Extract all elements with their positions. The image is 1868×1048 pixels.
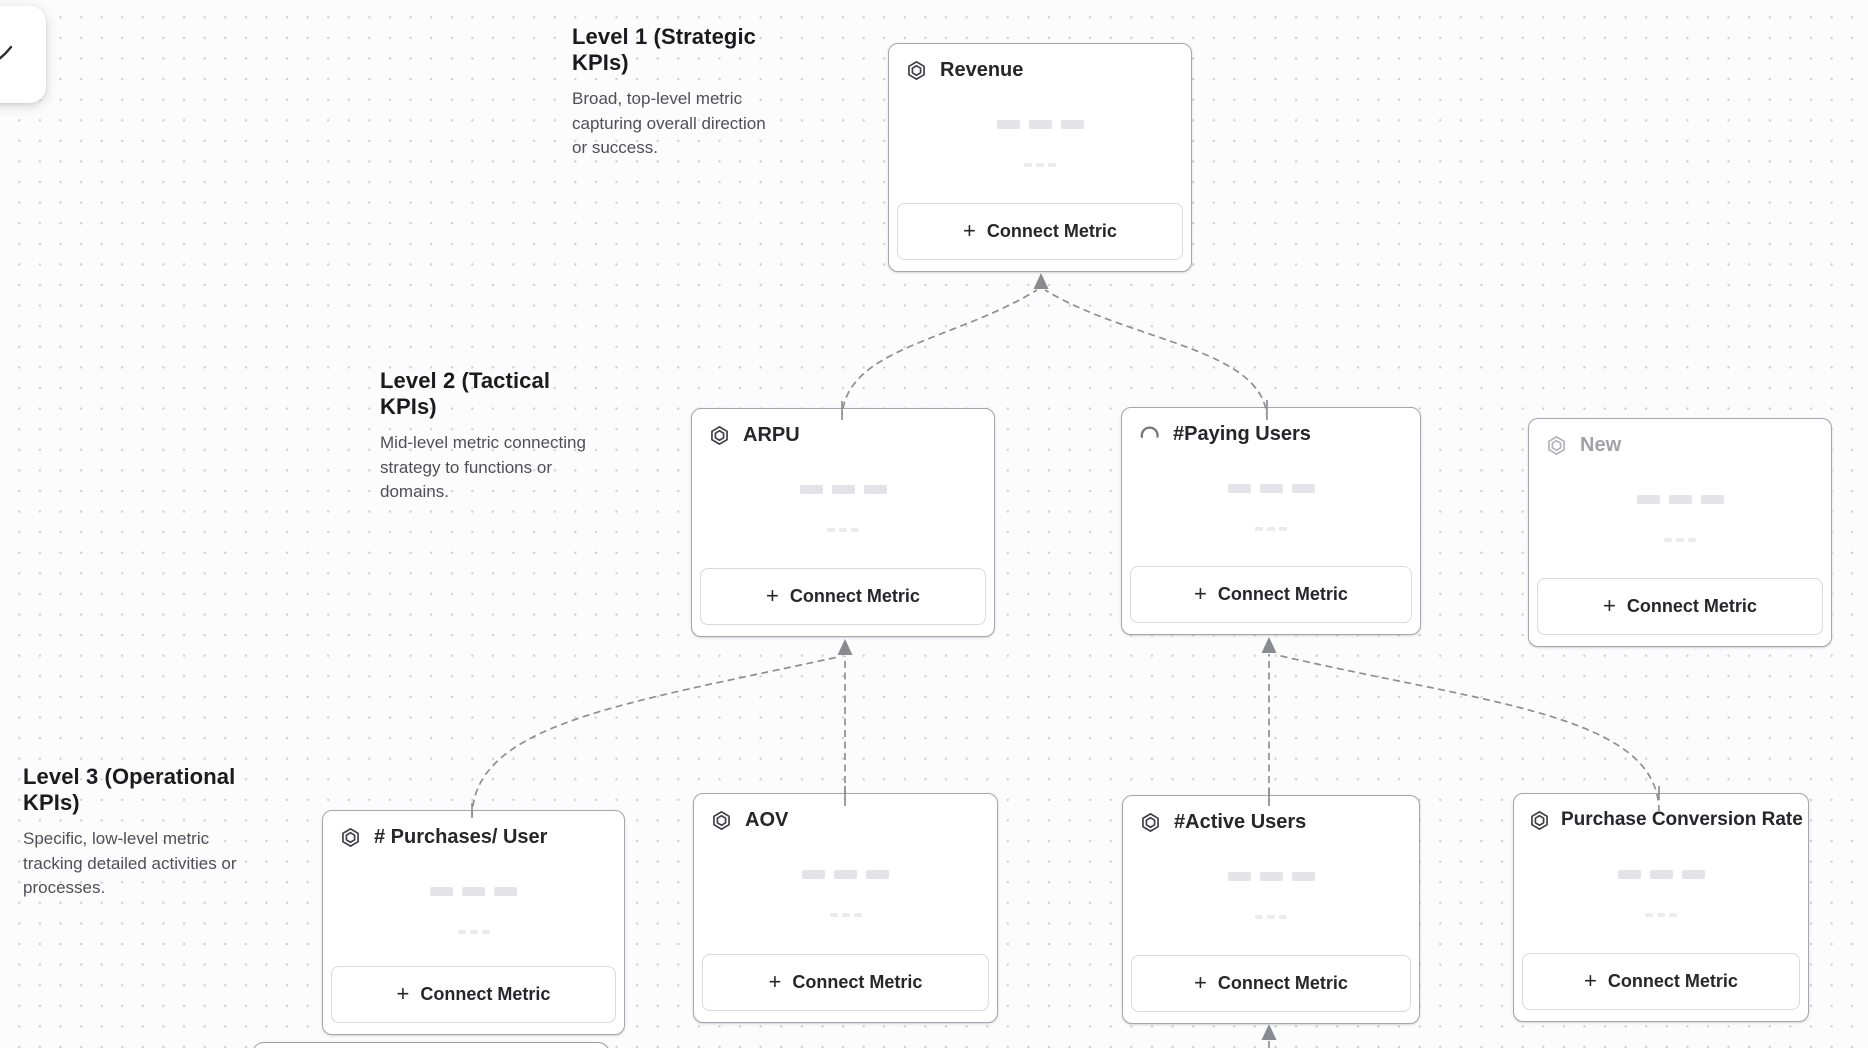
metric-card-purchase-conversion-rate[interactable]: Purchase Conversion Rate + Connect Metri…: [1513, 793, 1809, 1022]
skeleton-metric-preview: [694, 870, 997, 879]
connect-metric-label: Connect Metric: [1217, 584, 1348, 604]
skeleton-metric-preview: [323, 887, 624, 896]
metric-hexagon-icon: [711, 810, 732, 831]
metric-card-arpu[interactable]: ARPU + Connect Metric: [691, 408, 995, 637]
connect-metric-button[interactable]: + Connect Metric: [1537, 578, 1823, 635]
arrowhead-into-activeusers: [1261, 1024, 1277, 1040]
arrowhead-into-arpu: [837, 639, 853, 655]
plus-icon: +: [1603, 592, 1616, 618]
plus-icon: +: [768, 968, 782, 994]
skeleton-metric-caption: [694, 913, 997, 917]
level-3-title: Level 3 (Operational KPIs): [23, 764, 236, 815]
skeleton-metric-caption: [889, 163, 1191, 167]
connect-metric-button[interactable]: + Connect Metric: [1130, 566, 1412, 623]
connect-metric-label: Connect Metric: [986, 221, 1117, 241]
skeleton-metric-preview: [1123, 872, 1419, 881]
metric-hexagon-icon: [1546, 435, 1567, 456]
connect-metric-label: Connect Metric: [1626, 596, 1757, 616]
skeleton-metric-preview: [1122, 484, 1420, 493]
plus-icon: +: [1194, 580, 1207, 606]
metric-card-purchases-per-user[interactable]: # Purchases/ User + Connect Metric: [322, 810, 625, 1035]
plus-icon: +: [1194, 969, 1207, 995]
card-header: #Paying Users: [1122, 408, 1420, 446]
card-header: ARPU: [692, 409, 994, 447]
metric-card-title: AOV: [745, 809, 789, 831]
metric-hexagon-icon: [709, 425, 730, 446]
plus-icon: +: [1584, 967, 1597, 993]
connect-metric-label: Connect Metric: [792, 972, 923, 992]
skeleton-metric-caption: [323, 930, 624, 934]
metric-card-title: # Purchases/ User: [374, 826, 548, 848]
skeleton-metric-caption: [1122, 527, 1420, 531]
loading-spinner-icon: [1139, 424, 1160, 445]
cursor-tool-icon: [0, 45, 13, 60]
metric-hexagon-icon: [1529, 810, 1550, 831]
edge-pcr-to-payingusers: [1276, 654, 1660, 813]
edge-payingusers-to-revenue: [1044, 289, 1268, 421]
card-header: #Active Users: [1123, 796, 1419, 834]
level-2-title: Level 2 (Tactical KPIs): [380, 368, 551, 419]
level-3-description: Specific, low-level metric tracking deta…: [23, 829, 237, 897]
card-header: New: [1529, 419, 1831, 457]
connect-metric-label: Connect Metric: [1607, 971, 1738, 991]
skeleton-metric-caption: [1529, 538, 1831, 542]
arrowhead-into-revenue: [1033, 273, 1049, 289]
skeleton-metric-preview: [889, 120, 1191, 129]
card-header: AOV: [694, 794, 997, 832]
connect-metric-button[interactable]: + Connect Metric: [702, 954, 989, 1011]
metric-card-title: #Active Users: [1174, 811, 1307, 833]
edge-arpu-to-revenue: [841, 289, 1038, 421]
plus-icon: +: [963, 217, 976, 243]
connect-metric-button[interactable]: + Connect Metric: [700, 568, 986, 625]
connect-metric-button[interactable]: + Connect Metric: [331, 966, 616, 1023]
level-2-label: Level 2 (Tactical KPIs) Mid-level metric…: [380, 368, 598, 505]
skeleton-metric-preview: [1514, 870, 1808, 879]
toolbar-panel[interactable]: [0, 6, 46, 103]
metric-card-revenue[interactable]: Revenue + Connect Metric: [888, 43, 1192, 272]
level-1-title: Level 1 (Strategic KPIs): [572, 24, 756, 75]
level-2-description: Mid-level metric connecting strategy to …: [380, 433, 586, 501]
metric-hexagon-icon: [340, 827, 361, 848]
metric-card-title: Purchase Conversion Rate: [1561, 809, 1803, 830]
metric-card-title: #Paying Users: [1173, 423, 1311, 445]
connect-metric-button[interactable]: + Connect Metric: [897, 203, 1183, 260]
level-3-label: Level 3 (Operational KPIs) Specific, low…: [23, 764, 257, 901]
metric-card-title: New: [1580, 434, 1622, 456]
connect-metric-label: Connect Metric: [789, 586, 920, 606]
card-header: # Purchases/ User: [323, 811, 624, 849]
arrowhead-into-payingusers: [1261, 637, 1277, 653]
metric-card-partial-offscreen[interactable]: [252, 1042, 610, 1048]
level-1-description: Broad, top-level metric capturing overal…: [572, 89, 766, 157]
metric-hexagon-icon: [906, 60, 927, 81]
connect-metric-label: Connect Metric: [420, 984, 551, 1004]
skeleton-metric-caption: [1123, 915, 1419, 919]
metric-hexagon-icon: [1140, 812, 1161, 833]
skeleton-metric-preview: [692, 485, 994, 494]
metric-card-new[interactable]: New + Connect Metric: [1528, 418, 1832, 647]
connect-metric-button[interactable]: + Connect Metric: [1131, 955, 1411, 1012]
skeleton-metric-caption: [1514, 913, 1808, 917]
skeleton-metric-caption: [692, 528, 994, 532]
card-header: Purchase Conversion Rate: [1514, 794, 1808, 831]
connect-metric-button[interactable]: + Connect Metric: [1522, 953, 1800, 1010]
plus-icon: +: [766, 582, 779, 608]
metric-card-title: Revenue: [940, 59, 1024, 81]
metric-card-title: ARPU: [743, 424, 800, 446]
level-1-label: Level 1 (Strategic KPIs) Broad, top-leve…: [572, 24, 784, 161]
card-header: Revenue: [889, 44, 1191, 82]
plus-icon: +: [396, 980, 410, 1006]
metric-card-paying-users[interactable]: #Paying Users + Connect Metric: [1121, 407, 1421, 635]
skeleton-metric-preview: [1529, 495, 1831, 504]
connect-metric-label: Connect Metric: [1217, 973, 1348, 993]
metric-card-aov[interactable]: AOV + Connect Metric: [693, 793, 998, 1023]
metric-card-active-users[interactable]: #Active Users + Connect Metric: [1122, 795, 1420, 1024]
